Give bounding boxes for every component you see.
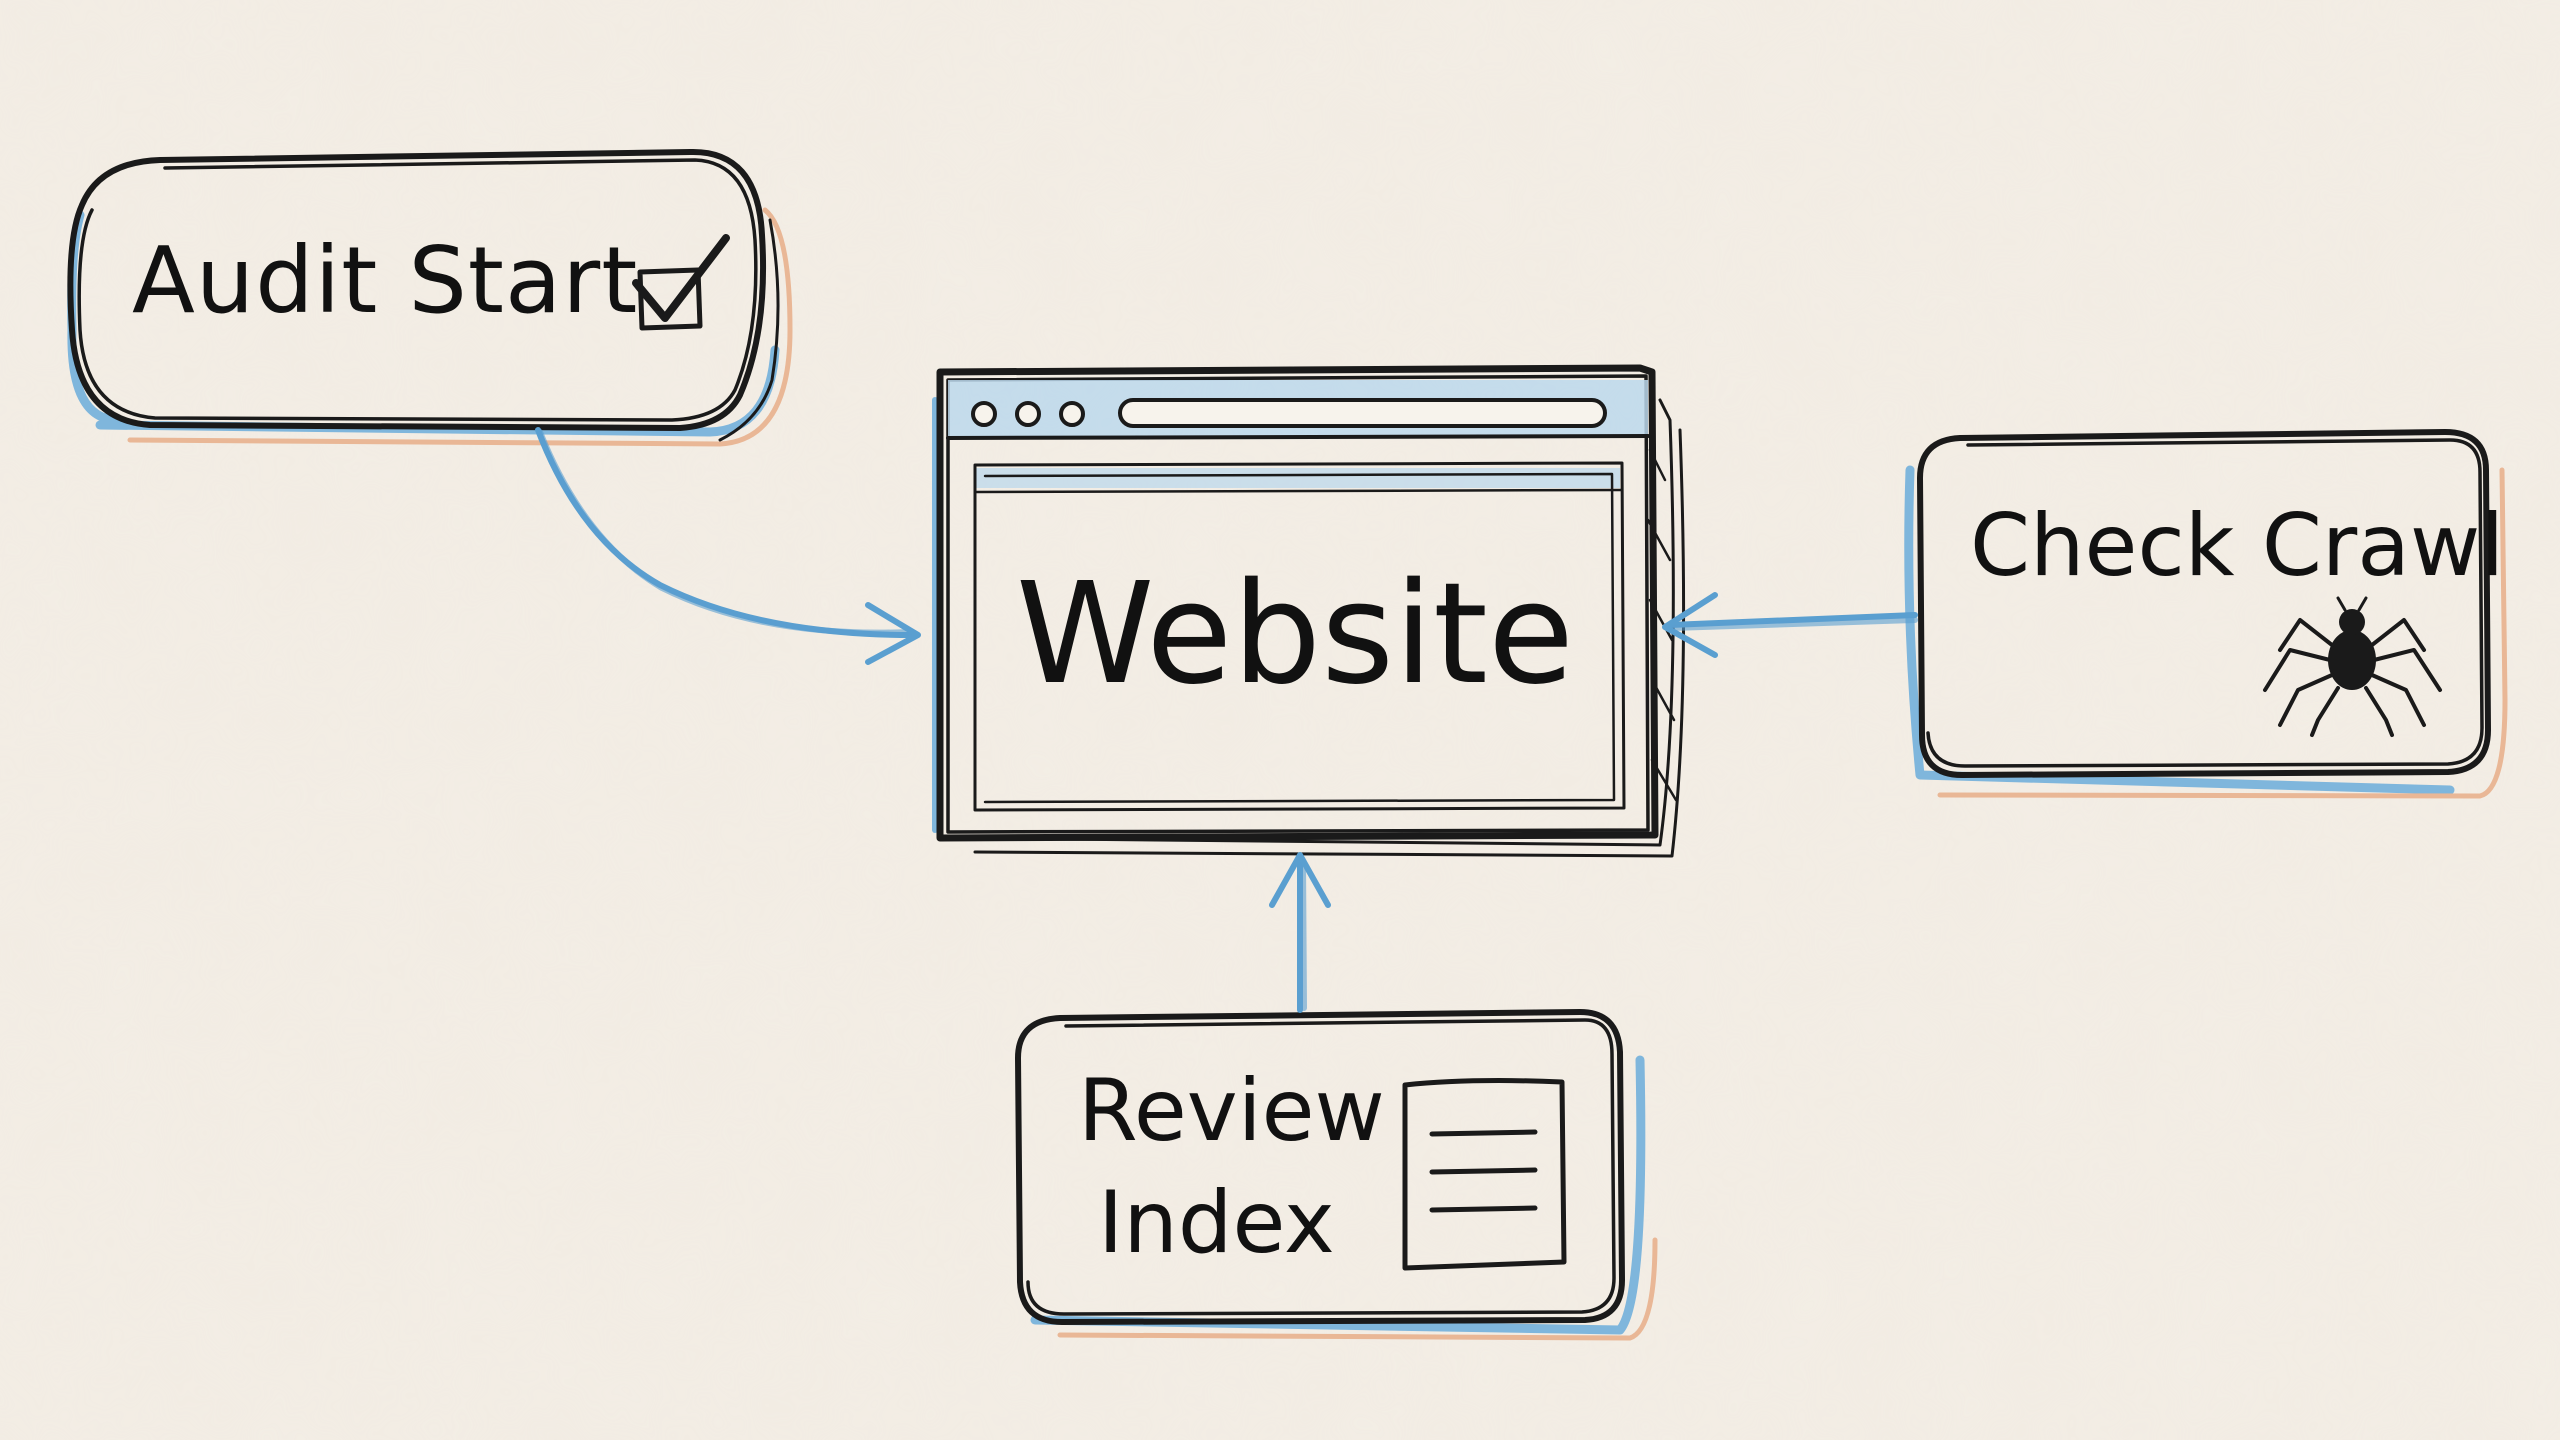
edge-check-crawl-to-website: [1662, 592, 1918, 658]
edge-audit-start-to-website: [535, 427, 921, 665]
node-website-label: Website: [1016, 553, 1574, 716]
node-review-index-label-line1: Review: [1078, 1061, 1385, 1161]
window-dot-3: [1059, 401, 1085, 427]
address-bar: [1118, 398, 1607, 428]
node-review-index[interactable]: Review Index: [1015, 1009, 1658, 1341]
spider-icon: [2263, 596, 2442, 737]
edge-review-index-to-website: [1269, 852, 1331, 1013]
node-check-crawl[interactable]: Check Crawl: [1904, 429, 2508, 799]
window-dot-1: [971, 401, 997, 427]
node-website[interactable]: Website: [932, 364, 1686, 858]
node-audit-start[interactable]: Audit Start: [67, 148, 793, 447]
checkbox-check-icon: [632, 234, 730, 331]
window-dot-2: [1015, 401, 1041, 427]
browser-toolbar-strip: [975, 468, 1620, 488]
node-check-crawl-label: Check Crawl: [1970, 496, 2504, 596]
node-review-index-label-line2: Index: [1098, 1173, 1335, 1273]
document-lines-icon: [1402, 1078, 1567, 1271]
node-audit-start-label: Audit Start: [132, 227, 638, 334]
